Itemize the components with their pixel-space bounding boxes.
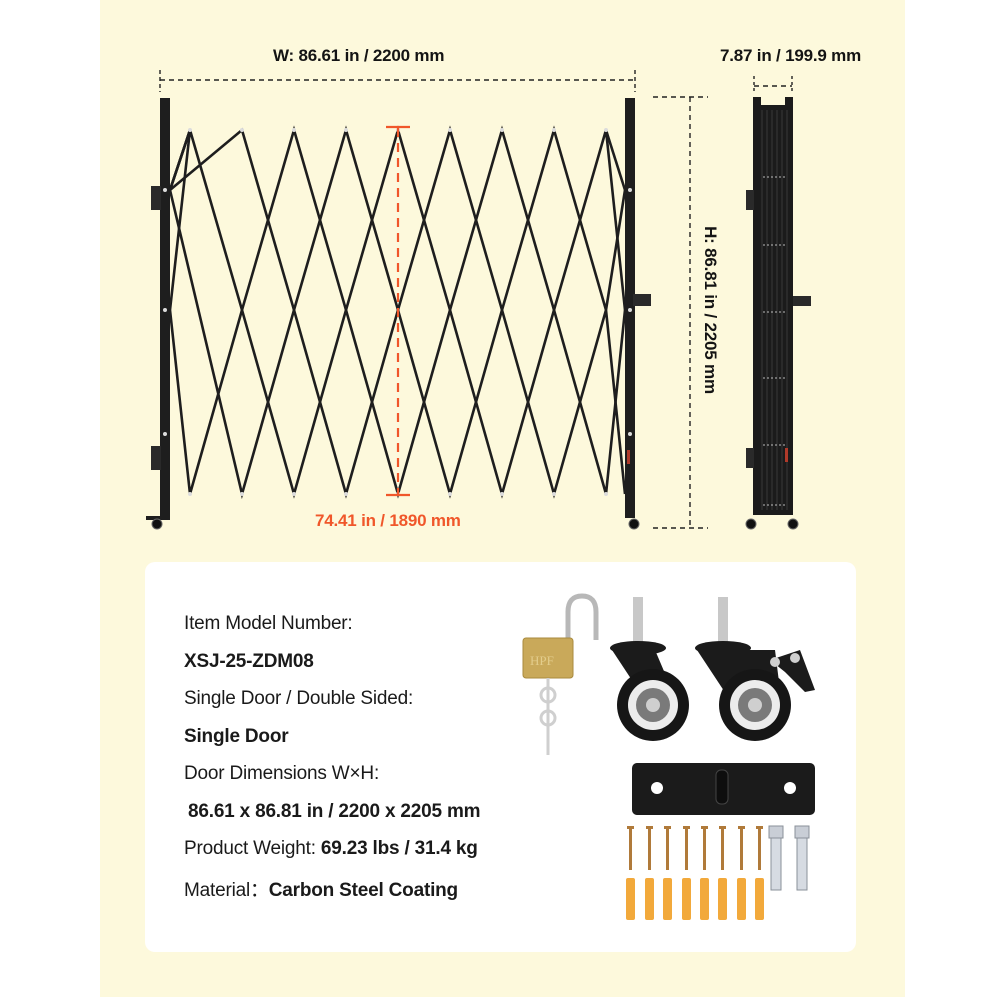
model-number-label: Item Model Number: [184, 613, 353, 634]
inner-height-dimension-label: 74.41 in / 1890 mm [315, 511, 461, 530]
door-type-value: Single Door [184, 726, 289, 747]
padlock-icon: HPF [522, 593, 599, 755]
product-weight-value: 69.23 lbs / 31.4 kg [320, 838, 478, 859]
padlock-brand: HPF [530, 653, 554, 668]
model-number-value: XSJ-25-ZDM08 [184, 651, 314, 672]
material-value: Carbon Steel Coating [268, 880, 458, 901]
product-weight-row: Product Weight: 69.23 lbs / 31.4 kg [184, 838, 478, 860]
height-dimension-line [653, 96, 708, 529]
depth-dimension-label: 7.87 in / 199.9 mm [720, 46, 861, 65]
material-label: Material： [184, 880, 269, 901]
wood-screws-icon [627, 826, 763, 870]
material-row: Material：Carbon Steel Coating [184, 875, 458, 902]
gate-diagram [146, 70, 811, 530]
door-dimensions-value: 86.61 x 86.81 in / 2200 x 2205 mm [188, 801, 481, 822]
wall-bracket-icon [632, 763, 815, 815]
depth-dimension-line [753, 76, 793, 94]
expansion-bolts-icon [768, 825, 810, 891]
swivel-caster-icon [610, 597, 689, 741]
width-dimension-label: W: 86.61 in / 2200 mm [273, 46, 445, 65]
door-type-label: Single Door / Double Sided: [184, 688, 414, 709]
door-dimensions-label: Door Dimensions W×H: [184, 763, 380, 784]
locking-caster-icon [695, 597, 815, 741]
wall-anchors-icon [626, 878, 764, 920]
inner-height-dimension-line [386, 125, 410, 497]
product-weight-label: Product Weight: [184, 838, 321, 859]
gate-folded-side-view [745, 97, 811, 530]
width-dimension-line [159, 70, 636, 92]
